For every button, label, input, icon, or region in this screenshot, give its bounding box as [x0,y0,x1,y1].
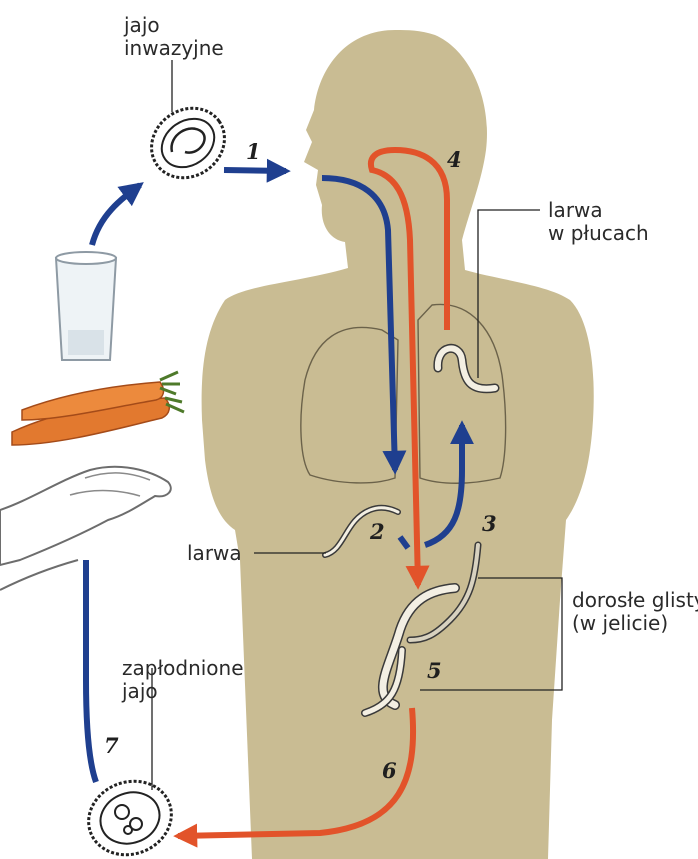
glass-of-water-icon [56,252,116,360]
glass-to-egg-arrow [92,185,140,245]
step-3-number: 3 [482,511,497,536]
step-7-number: 7 [104,733,119,758]
lung-larva-label-line2: w płucach [548,222,649,244]
lung-larva-label-line1: larwa [548,199,603,221]
fertilized-egg-label-line2: jajo [122,680,158,702]
fertilized-egg-icon [78,770,182,859]
infective-egg-label-line1: jajo [124,14,160,36]
adult-worms-label-line1: dorosłe glisty [572,589,698,611]
infective-egg-label-line2: inwazyjne [124,37,224,59]
fertilized-egg-label-line1: zapłodnione [122,657,244,679]
step-6-number: 6 [382,758,397,783]
step-5-number: 5 [427,658,442,683]
fertilized-egg-return-path [86,560,96,782]
step-1-number: 1 [246,139,261,164]
larva-label: larwa [187,542,242,564]
carrots-icon [12,372,184,445]
infective-egg-icon [138,94,238,192]
step-4-number: 4 [447,147,462,172]
adult-worms-label-line2: (w jelicie) [572,612,668,634]
step-2-number: 2 [370,519,385,544]
egg-to-mouth-arrow [224,170,286,171]
